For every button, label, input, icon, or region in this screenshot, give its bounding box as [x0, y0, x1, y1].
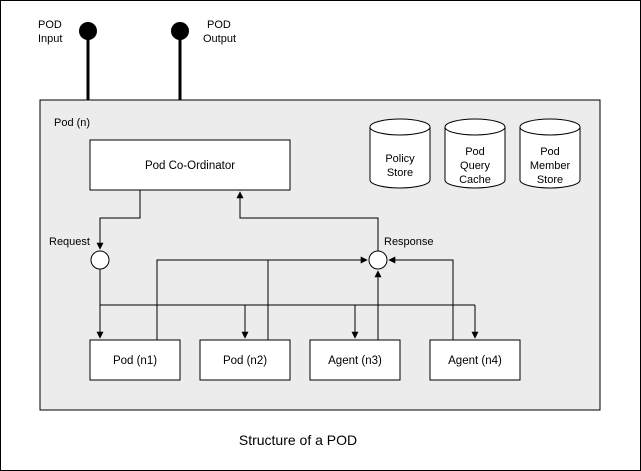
output-port-label-line1: POD	[207, 19, 231, 31]
store-query-cache: Pod Query Cache	[444, 118, 506, 189]
coordinator-label: Pod Co-Ordinator	[145, 160, 235, 172]
member-box-n2	[199, 339, 291, 381]
output-port-label-line2: Output	[203, 33, 236, 45]
request-junction	[90, 250, 110, 270]
store-query-cache-line2: Query	[460, 160, 490, 172]
member-label-n2: Pod (n2)	[223, 355, 267, 367]
member-label-n1: Pod (n1)	[113, 355, 157, 367]
store-member-line3: Store	[537, 174, 563, 186]
input-port-label-line1: POD	[38, 19, 62, 31]
store-member-line1: Pod	[540, 146, 560, 158]
diagram-caption: Structure of a POD	[239, 432, 357, 448]
edges	[96, 190, 479, 340]
store-query-cache-line3: Cache	[459, 174, 491, 186]
store-query-cache-line1: Pod	[465, 146, 485, 158]
member-label-n3: Agent (n3)	[328, 355, 382, 367]
edge-n1-to-response	[156, 256, 368, 340]
pod-label: Pod (n)	[54, 117, 90, 129]
member-label-n4: Agent (n4)	[448, 355, 502, 367]
store-policy-line1: Policy	[385, 153, 415, 165]
store-member-line2: Member	[530, 160, 571, 172]
pod-output-port: POD Output	[171, 19, 236, 100]
response-junction	[368, 250, 388, 270]
store-policy: Policy Store	[369, 118, 431, 189]
member-box-n3	[309, 339, 401, 381]
response-label: Response	[384, 236, 434, 248]
input-port-label-line2: Input	[38, 33, 62, 45]
edge-response-to-coordinator	[236, 191, 379, 251]
member-box-n4	[429, 339, 521, 381]
edge-coordinator-to-request	[96, 190, 141, 250]
request-label: Request	[49, 236, 90, 248]
edge-n4-to-response	[388, 256, 454, 340]
store-member: Pod Member Store	[519, 118, 581, 189]
coordinator-box	[89, 139, 291, 191]
pod-input-port: POD Input	[38, 19, 97, 100]
store-policy-line2: Store	[387, 167, 413, 179]
member-box-n1	[89, 339, 181, 381]
